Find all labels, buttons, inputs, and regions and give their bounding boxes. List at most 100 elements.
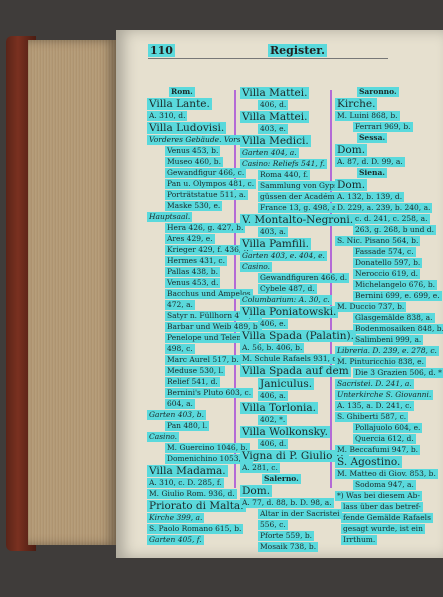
index-entry: Unterkirche S. Giovanni. <box>335 390 434 400</box>
index-column-3: Saronno.Kirche.M. Luini 868, b.Ferrari 9… <box>335 87 443 546</box>
index-entry: Bodenmosaiken 848, b. <box>353 324 443 334</box>
index-entry: Villa Medici. <box>240 135 311 147</box>
index-entry: Villa Mattei. <box>240 111 310 123</box>
index-entry: Hauptsaal. <box>147 212 193 222</box>
index-entry: Domenichino 1053, b. <box>165 454 253 464</box>
index-entry: Barbar und Weib 489, b. <box>165 322 263 332</box>
index-entry: Casino. <box>147 432 180 442</box>
index-entry: Hermes 431, c. <box>165 256 228 266</box>
index-entry: M. Matteo di Giov. 853, b. <box>335 469 438 479</box>
column-divider-2 <box>330 90 332 488</box>
index-entry: D. 229, a. 239, b. 240, a. <box>335 203 433 213</box>
index-entry: Kirche. <box>335 98 378 110</box>
index-entry: Saronno. <box>357 87 399 97</box>
index-entry: S. Agostino. <box>335 456 403 468</box>
index-entry: Mosaik 738, b. <box>258 542 319 552</box>
index-entry: France 13, g. 498, a. <box>258 203 341 213</box>
index-entry: Casino: Reliefs 541, f. <box>240 159 328 169</box>
index-entry: 406, e. <box>258 319 288 329</box>
index-entry: Penelope und Telemach <box>165 333 260 343</box>
index-entry: M. Schule Rafaels 931, c. <box>240 354 341 364</box>
index-entry: Siena. <box>357 168 387 178</box>
index-entry: Bernini's Pluto 603, c. <box>165 388 254 398</box>
index-entry: 406, a. <box>258 391 288 401</box>
index-entry: Bernini 699, e. 699, e. <box>353 291 442 301</box>
index-entry: Garten 405, f. <box>147 535 204 545</box>
index-entry: A. 56, b. 406, b. <box>240 343 305 353</box>
index-entry: Salimbeni 999, a. <box>353 335 424 345</box>
index-entry: Sammlung von Gypsab- <box>258 181 352 191</box>
index-entry: M. Pinturicchio 838, e. <box>335 357 426 367</box>
index-entry: 604, a. <box>165 399 195 409</box>
index-entry: 406, d. <box>258 100 289 110</box>
index-entry: Bacchus und Ampelos <box>165 289 253 299</box>
index-entry: Villa Madama. <box>147 465 228 477</box>
index-entry: Villa Spada (Palatin). <box>240 330 356 342</box>
index-entry: Ares 429, e. <box>165 234 215 244</box>
index-entry: güssen der Académie de <box>258 192 356 202</box>
index-entry: Dom. <box>240 485 273 497</box>
running-title: Register. <box>268 44 327 57</box>
index-entry: 498, c. <box>165 344 195 354</box>
index-entry: Garten 403, b. <box>147 410 206 420</box>
index-entry: Roma 440, f. <box>258 170 311 180</box>
index-entry: gesagt wurde, ist ein <box>341 524 425 534</box>
index-entry: Columbarium: A. 30, c. <box>240 295 332 305</box>
index-entry: Quercia 612, d. <box>353 434 416 444</box>
index-entry: Villa Pamfili. <box>240 238 311 250</box>
index-entry: S. Paolo Romano 615, b. <box>147 524 244 534</box>
index-entry: Hera 426, g. 427, b. <box>165 223 246 233</box>
index-entry: Pollajuolo 604, e. <box>353 423 423 433</box>
page-edges <box>28 40 116 545</box>
index-entry: 402, *. <box>258 415 288 425</box>
index-entry: Salerno. <box>262 474 301 484</box>
index-entry: Janiculus. <box>258 378 315 390</box>
index-entry: Dom. <box>335 179 368 191</box>
header-rule <box>148 58 388 59</box>
index-entry: Pforte 559, b. <box>258 531 315 541</box>
index-column-1: Rom.Villa Lante.A. 310, d.Villa Ludovisi… <box>147 87 263 546</box>
index-entry: Michelangelo 676, b. <box>353 280 438 290</box>
index-entry: 403, e. <box>258 124 288 134</box>
index-entry: Vorderes Gebäude. Vorsaal. <box>147 135 257 145</box>
index-entry: Garten 404, a. <box>240 148 299 158</box>
index-entry: c. d. 241, c. 258, a. <box>353 214 430 224</box>
index-entry: Meduse 530, l. <box>165 366 226 376</box>
index-entry: V. Montalto-Negroni. <box>240 214 356 226</box>
index-entry: Krieger 429, f. 436, b. <box>165 245 253 255</box>
index-entry: Sessa. <box>357 133 388 143</box>
index-entry: A. 281, c. <box>240 463 280 473</box>
index-entry: A. 310, c. D. 285, f. <box>147 478 224 488</box>
index-entry: Rom. <box>169 87 195 97</box>
index-entry: Relief 541, d. <box>165 377 220 387</box>
index-entry: M. Guercino 1046, b. <box>165 443 250 453</box>
index-entry: Villa Spada auf dem <box>240 365 351 377</box>
index-entry: Gewandfiguren 466, d. <box>258 273 350 283</box>
index-entry: S. Nic. Pisano 564, b. <box>335 236 421 246</box>
index-entry: M. Luini 868, b. <box>335 111 400 121</box>
index-entry: 472, a. <box>165 300 195 310</box>
index-entry: Ferrari 969, b. <box>353 122 413 132</box>
index-entry: A. 77, d. 88, b. D. 98, a. <box>240 498 334 508</box>
index-entry: Gewandfigur 466, c. <box>165 168 247 178</box>
index-entry: Pan u. Olympos 481, c. <box>165 179 257 189</box>
index-entry: Pan 480, l. <box>165 421 210 431</box>
index-entry: Museo 460, b. <box>165 157 223 167</box>
index-entry: M. Duccio 737, b. <box>335 302 407 312</box>
index-entry: Cybele 487, d. <box>258 284 317 294</box>
index-entry: Altar in der Sacristei <box>258 509 342 519</box>
index-entry: Villa Mattei. <box>240 87 310 99</box>
index-entry: Die 3 Grazien 506, d. * <box>353 368 443 378</box>
index-entry: Venus 453, b. <box>165 146 221 156</box>
index-entry: Glasgemälde 838, a. <box>353 313 435 323</box>
index-entry: Pallas 438, b. <box>165 267 220 277</box>
index-entry: M. Giulio Rom. 936, d. <box>147 489 237 499</box>
index-entry: *) Was bei diesem Ab- <box>335 491 423 501</box>
index-entry: Satyr n. Füllhorn 477, c. <box>165 311 263 321</box>
index-entry: Sacristei. D. 241, a. <box>335 379 414 389</box>
index-entry: Marc Aurel 517, b. <box>165 355 241 365</box>
index-entry: Porträtstatue 511, a. <box>165 190 248 200</box>
index-entry: A. 87, d. D. 99, a. <box>335 157 405 167</box>
index-entry: Irrthum. <box>341 535 378 545</box>
index-entry: fende Gemälde Rafaels <box>341 513 433 523</box>
